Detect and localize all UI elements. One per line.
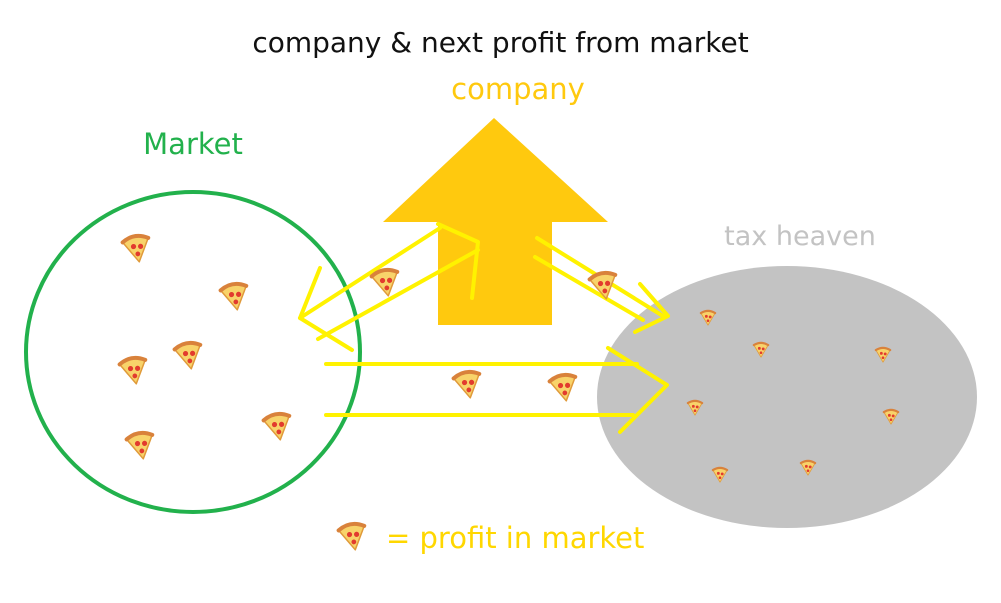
tax-haven-label: tax heaven [724,221,876,252]
pizza-slice-icon [546,370,582,406]
market-label: Market [143,127,243,161]
market-profits [116,231,296,464]
legend-text: = profit in market [386,521,645,555]
flow-arrows [298,222,670,434]
pizza-slice-icon [450,367,486,403]
pizza-slice-icon [260,409,296,445]
pizza-slice-icon [123,428,159,464]
company-arrow [383,118,608,325]
pizza-slice-icon [217,279,253,315]
tax-haven-ellipse [597,266,977,528]
pizza-slice-icon [116,353,152,389]
pizza-slice-icon [119,231,155,267]
diagram-title: company & next profit from market [252,26,749,59]
pizza-slice-icon [171,338,207,374]
company-label: company [451,72,585,106]
market-circle [24,190,362,514]
legend-pizza-slice-icon [335,519,371,555]
